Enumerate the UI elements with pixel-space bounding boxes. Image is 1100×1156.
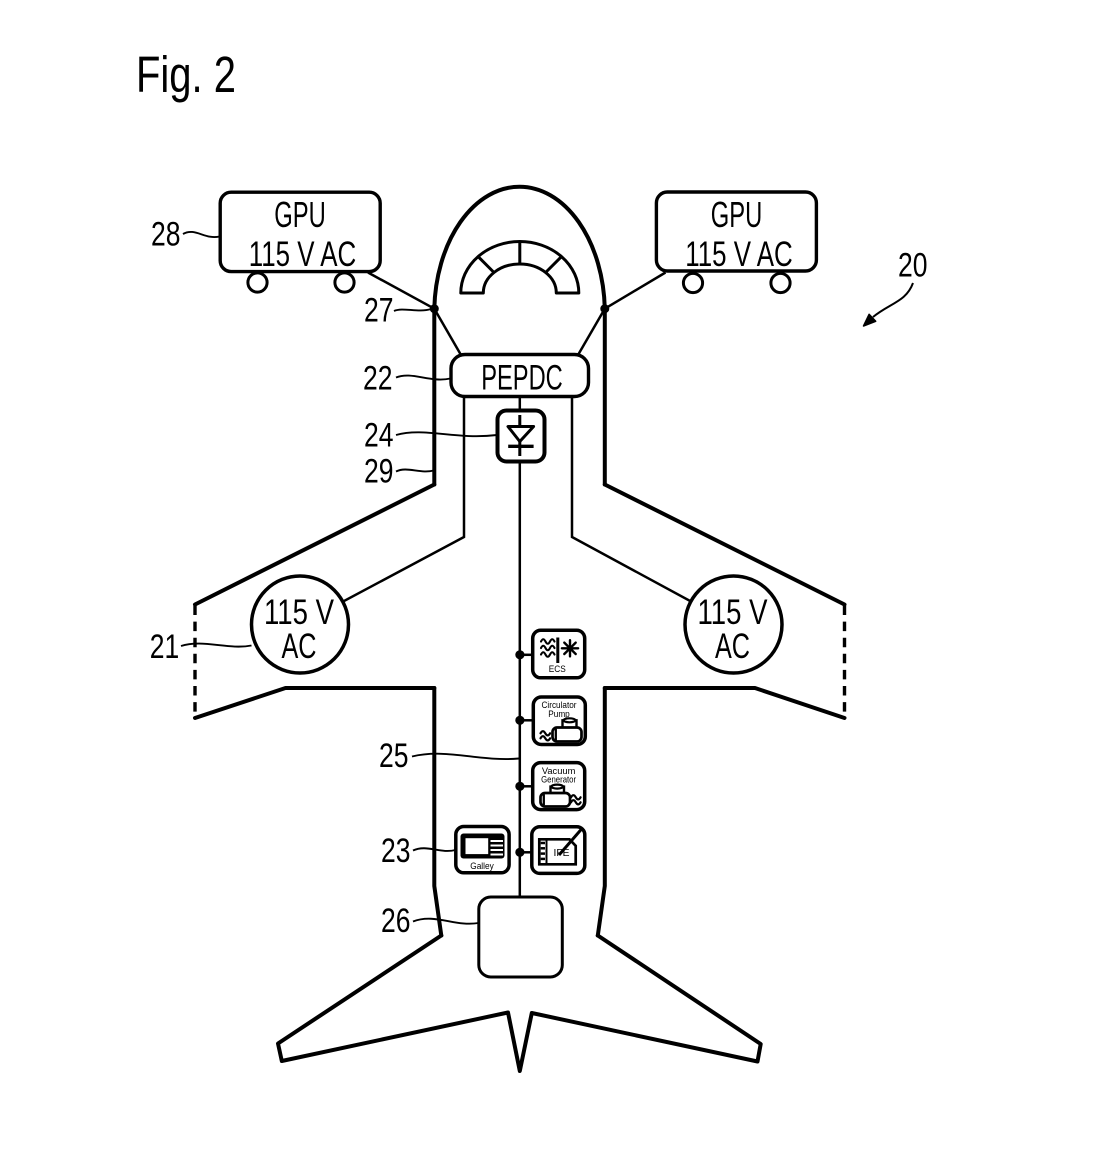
svg-text:Vacuum: Vacuum	[542, 766, 576, 776]
svg-text:ECS: ECS	[549, 664, 566, 675]
svg-text:29: 29	[364, 453, 394, 491]
svg-text:115 V: 115 V	[698, 593, 769, 632]
svg-text:Circulator: Circulator	[542, 700, 577, 710]
svg-text:AC: AC	[715, 627, 750, 666]
svg-text:115 V: 115 V	[264, 593, 335, 632]
svg-text:PEPDC: PEPDC	[481, 359, 563, 398]
svg-text:24: 24	[364, 417, 394, 455]
svg-text:IFE: IFE	[554, 847, 570, 859]
svg-text:25: 25	[379, 737, 409, 775]
svg-text:20: 20	[898, 247, 928, 285]
svg-text:28: 28	[151, 216, 181, 254]
svg-text:Generator: Generator	[541, 775, 576, 785]
svg-text:26: 26	[381, 902, 411, 940]
svg-text:GPU: GPU	[711, 194, 763, 235]
svg-text:GPU: GPU	[274, 194, 326, 235]
svg-text:Galley: Galley	[470, 861, 494, 871]
svg-text:115 V AC: 115 V AC	[685, 235, 793, 274]
svg-text:Pump: Pump	[548, 709, 570, 719]
svg-text:21: 21	[150, 628, 180, 666]
svg-text:23: 23	[381, 832, 411, 870]
svg-text:115 V AC: 115 V AC	[249, 235, 357, 274]
svg-text:Fig. 2: Fig. 2	[136, 46, 236, 103]
svg-text:22: 22	[363, 360, 393, 398]
svg-text:AC: AC	[282, 627, 317, 666]
svg-text:27: 27	[364, 292, 394, 330]
